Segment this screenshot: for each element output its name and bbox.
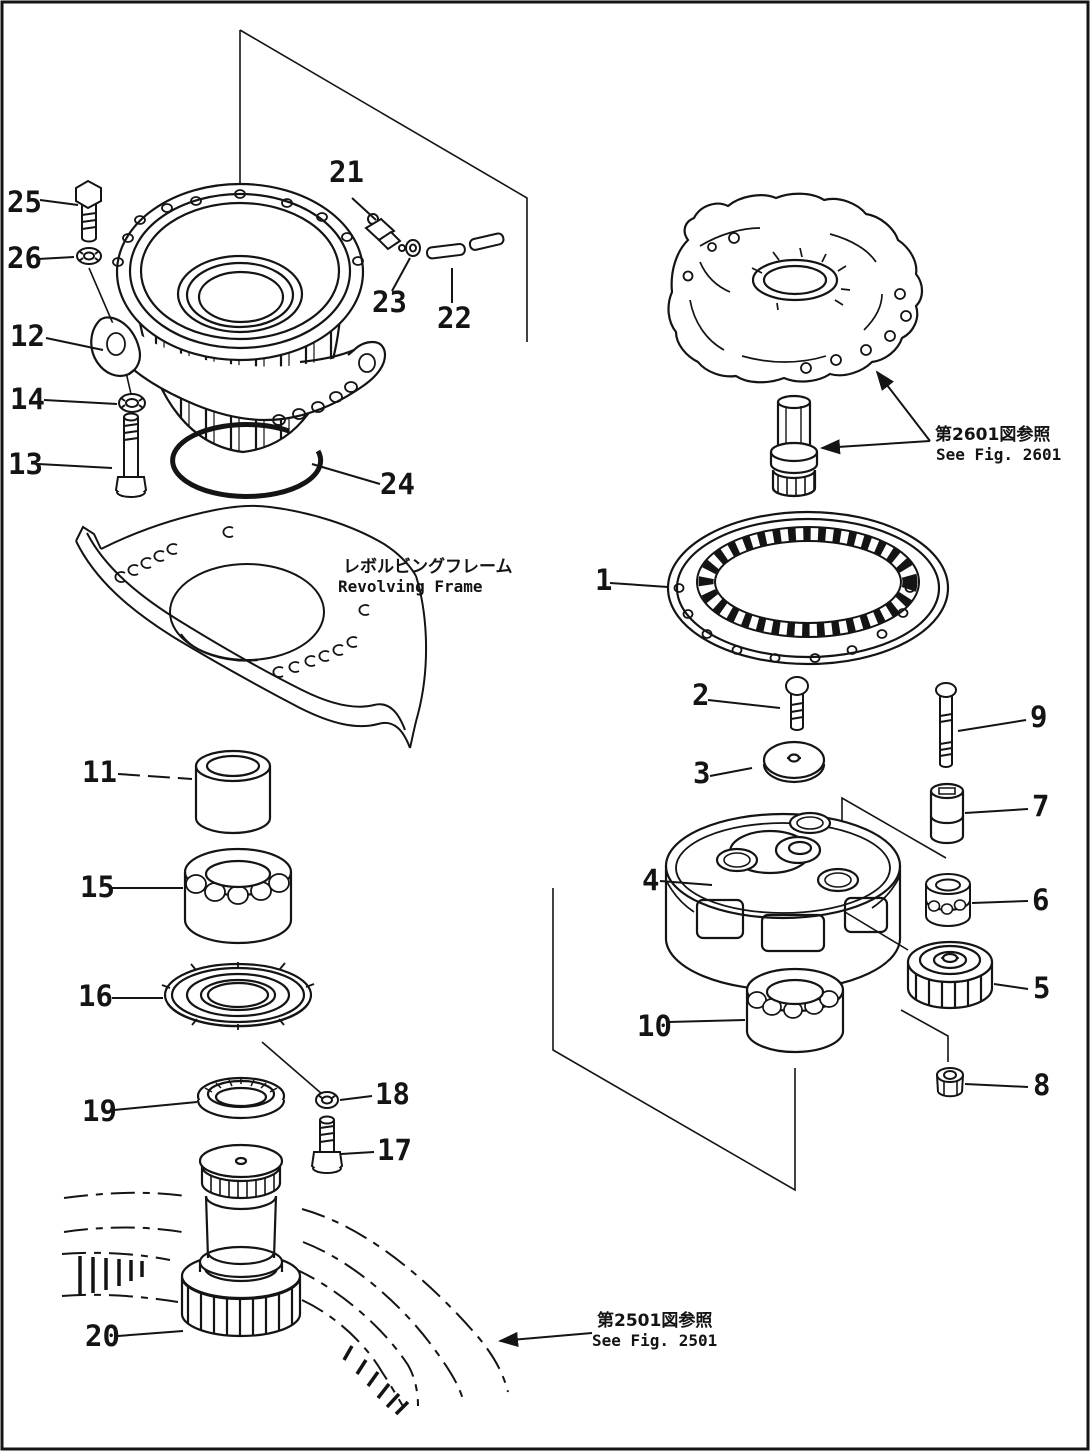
part-14-washer: [118, 393, 146, 413]
part-5-gear: [906, 940, 994, 1010]
part-label-18: 18: [375, 1077, 410, 1111]
part-label-3: 3: [693, 756, 710, 790]
part-label-17: 17: [377, 1133, 412, 1167]
part-label-12: 12: [10, 319, 45, 353]
part-10-bearing: [745, 967, 845, 1054]
revolving-frame: [75, 504, 427, 749]
swing-motor-shaft: [769, 394, 819, 498]
part-20-pinion-shaft: [180, 1143, 302, 1338]
annotations: レボルビングフレーム Revolving Frame 第2601図参照 See …: [338, 424, 1061, 1350]
see-fig-2501-jp: 第2501図参照: [597, 1310, 712, 1331]
part-label-11: 11: [82, 755, 117, 789]
part-23-washer: [405, 239, 421, 257]
part-label-9: 9: [1030, 700, 1047, 734]
swing-circle: [61, 1191, 509, 1416]
part-label-26: 26: [7, 241, 42, 275]
part-label-4: 4: [642, 863, 659, 897]
part-labels: 25 26 12 14 13 21 23 22 24 11 15 16 19 1…: [7, 155, 1050, 1353]
revolving-frame-label-jp: レボルビングフレーム: [343, 556, 513, 577]
part-label-13: 13: [8, 447, 43, 481]
reference-arrows: [498, 370, 931, 1348]
part-19-bearing-race: [196, 1076, 286, 1120]
see-fig-2601-jp: 第2601図参照: [935, 424, 1050, 445]
part-label-7: 7: [1032, 789, 1049, 823]
part-label-22: 22: [437, 301, 472, 335]
part-label-10: 10: [637, 1009, 672, 1043]
part-label-25: 25: [7, 185, 42, 219]
part-label-23: 23: [372, 285, 407, 319]
part-label-16: 16: [78, 979, 113, 1013]
part-9-bolt: [935, 682, 957, 768]
swing-motor-cover: [667, 192, 924, 384]
part-16-cover-ring: [161, 962, 315, 1030]
leader-lines: [37, 197, 1029, 1337]
part-3-thrust-plate: [762, 740, 826, 784]
part-label-14: 14: [10, 382, 45, 416]
part-label-6: 6: [1032, 883, 1049, 917]
case-bolt-holes: [112, 189, 364, 267]
part-label-19: 19: [82, 1094, 117, 1128]
see-fig-2501-en: See Fig. 2501: [592, 1331, 717, 1350]
part-label-1: 1: [595, 563, 612, 597]
part-26-washer: [76, 247, 102, 265]
part-label-21: 21: [329, 155, 364, 189]
frame-bolt-holes: [114, 526, 370, 678]
cover-contours: [689, 227, 883, 363]
part-22-tube: [425, 232, 505, 260]
plate-holes: [106, 332, 376, 426]
part-8-nut: [936, 1067, 964, 1098]
part-11-bushing: [194, 749, 272, 835]
revolving-frame-label-en: Revolving Frame: [338, 577, 483, 596]
part-2-bolt: [785, 676, 809, 731]
part-6-bearing: [925, 873, 971, 927]
part-12-swing-machinery-case: [90, 182, 387, 500]
part-label-24: 24: [380, 467, 415, 501]
cover-bolt-holes: [682, 232, 912, 374]
part-7-sleeve: [929, 782, 965, 845]
part-13-bolt: [114, 412, 148, 498]
part-17-bolt: [310, 1115, 344, 1174]
ring-gear-bolt-holes: [673, 583, 916, 663]
part-24-o-ring: [170, 422, 324, 500]
swing-circle-teeth: [78, 1256, 410, 1416]
part-label-5: 5: [1033, 971, 1050, 1005]
part-21-grease-fitting: [364, 213, 406, 252]
part-4-planet-carrier: [664, 811, 902, 992]
part-15-ball-bearing: [183, 847, 293, 945]
part-label-15: 15: [80, 870, 115, 904]
part-label-2: 2: [692, 678, 709, 712]
part-25-bolt: [75, 179, 102, 243]
part-1-ring-gear: [666, 510, 950, 666]
part-label-20: 20: [85, 1319, 120, 1353]
see-fig-2601-en: See Fig. 2601: [936, 445, 1061, 464]
part-18-washer: [315, 1091, 339, 1109]
part-label-8: 8: [1033, 1068, 1050, 1102]
